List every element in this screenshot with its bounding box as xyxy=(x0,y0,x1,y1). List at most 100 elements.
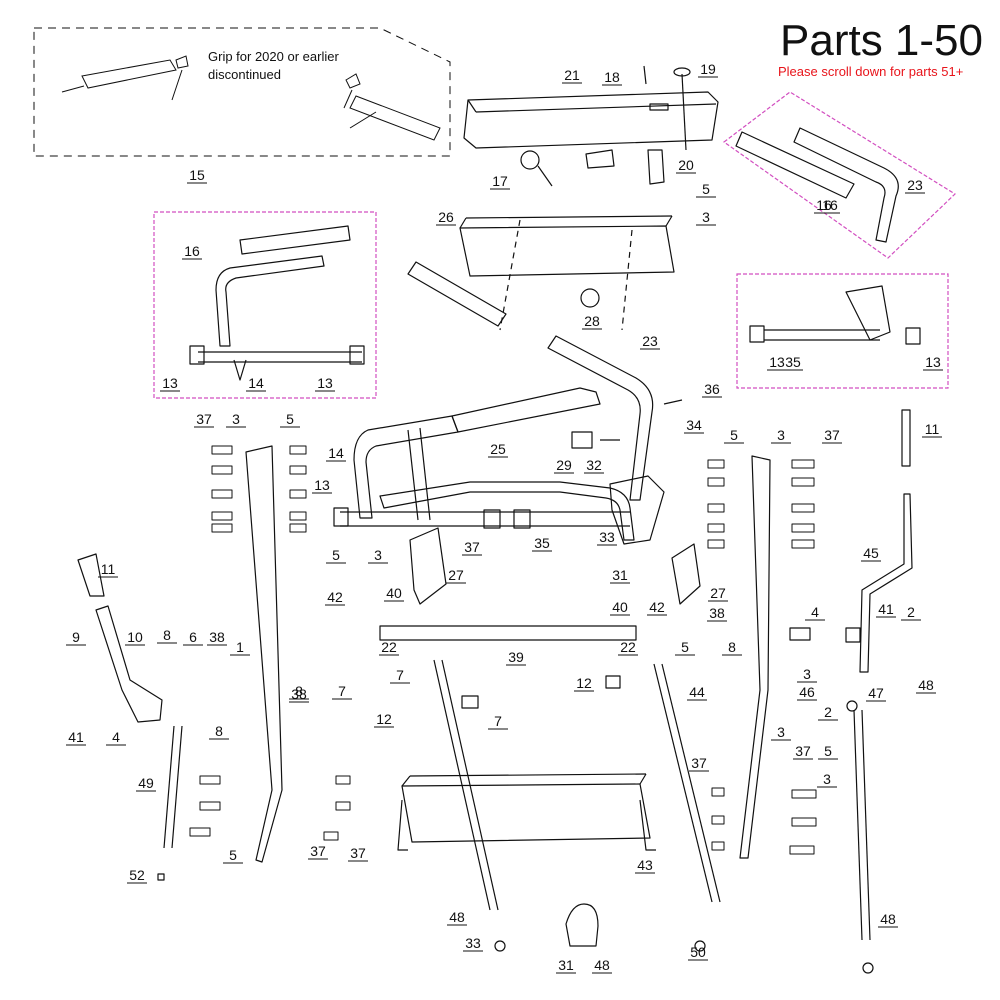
page-title: Parts 1-50 xyxy=(780,16,983,65)
callout-8: 8 xyxy=(163,627,171,643)
callout-48: 48 xyxy=(880,911,896,927)
callout-3: 3 xyxy=(777,724,785,740)
callout-box-right-grip xyxy=(722,91,956,259)
callout-10: 10 xyxy=(127,629,143,645)
callout-37: 37 xyxy=(795,743,811,759)
callout-37: 37 xyxy=(691,755,707,771)
callout-52: 52 xyxy=(129,867,145,883)
callout-20: 20 xyxy=(678,157,694,173)
callout-38: 38 xyxy=(291,686,307,702)
callout-48: 48 xyxy=(918,677,934,693)
callout-2: 2 xyxy=(907,604,915,620)
callout-3: 3 xyxy=(374,547,382,563)
legacy-grip-note: Grip for 2020 or earlier discontinued xyxy=(208,48,339,84)
callout-4: 4 xyxy=(811,604,819,620)
callout-16: 16 xyxy=(816,197,832,213)
callout-43: 43 xyxy=(637,857,653,873)
legacy-grip-tube-left xyxy=(61,55,189,101)
callout-5: 5 xyxy=(286,411,294,427)
callout-16: 16 xyxy=(184,243,200,259)
callout-22: 22 xyxy=(620,639,636,655)
callout-18: 18 xyxy=(604,69,620,85)
callout-35: 35 xyxy=(534,535,550,551)
callout-3: 3 xyxy=(777,427,785,443)
callout-27: 27 xyxy=(448,567,464,583)
callout-14: 14 xyxy=(328,445,344,461)
callout-39: 39 xyxy=(508,649,524,665)
callout-38: 38 xyxy=(709,605,725,621)
callout-21: 21 xyxy=(564,67,580,83)
callout-37: 37 xyxy=(350,845,366,861)
note-line-2: discontinued xyxy=(208,67,281,82)
callout-37: 37 xyxy=(824,427,840,443)
callout-13: 13 xyxy=(314,477,330,493)
callout-42: 42 xyxy=(327,589,343,605)
callout-41: 41 xyxy=(878,601,894,617)
callout-8: 8 xyxy=(295,683,303,699)
callout-17: 17 xyxy=(492,173,508,189)
callout-7: 7 xyxy=(396,667,404,683)
callout-41: 41 xyxy=(68,729,84,745)
callout-12: 12 xyxy=(576,675,592,691)
callout-27: 27 xyxy=(710,585,726,601)
callout-5: 5 xyxy=(229,847,237,863)
callout-8: 8 xyxy=(728,639,736,655)
callout-31: 31 xyxy=(612,567,628,583)
callout-19: 19 xyxy=(700,61,716,77)
callout-28: 28 xyxy=(584,313,600,329)
callout-37: 37 xyxy=(196,411,212,427)
legacy-grip-tube-right xyxy=(343,73,441,141)
callout-16: 16 xyxy=(822,197,838,213)
callout-13: 13 xyxy=(769,354,785,370)
callout-49: 49 xyxy=(138,775,154,791)
callout-46: 46 xyxy=(799,684,815,700)
callout-44: 44 xyxy=(689,684,705,700)
callout-13: 13 xyxy=(925,354,941,370)
callout-3: 3 xyxy=(823,771,831,787)
callout-6: 6 xyxy=(189,629,197,645)
callout-29: 29 xyxy=(556,457,572,473)
callout-33: 33 xyxy=(599,529,615,545)
callout-14: 14 xyxy=(248,375,264,391)
callout-9: 9 xyxy=(72,629,80,645)
callout-13: 13 xyxy=(162,375,178,391)
callout-5: 5 xyxy=(332,547,340,563)
callout-5: 5 xyxy=(702,181,710,197)
callout-48: 48 xyxy=(594,957,610,973)
line-art xyxy=(77,65,921,974)
callout-45: 45 xyxy=(863,545,879,561)
callout-38: 38 xyxy=(209,629,225,645)
callout-3: 3 xyxy=(702,209,710,225)
callout-23: 23 xyxy=(907,177,923,193)
callout-35: 35 xyxy=(785,354,801,370)
callout-50: 50 xyxy=(690,944,706,960)
callout-5: 5 xyxy=(730,427,738,443)
callout-11: 11 xyxy=(101,561,116,577)
callout-11: 11 xyxy=(925,421,940,437)
legacy-grip-box xyxy=(33,27,451,157)
callout-37: 37 xyxy=(464,539,480,555)
callout-25: 25 xyxy=(490,441,506,457)
callout-2: 2 xyxy=(824,704,832,720)
callout-31: 31 xyxy=(558,957,574,973)
callout-3: 3 xyxy=(803,666,811,682)
callout-22: 22 xyxy=(381,639,397,655)
callout-7: 7 xyxy=(338,683,346,699)
callout-13: 13 xyxy=(317,375,333,391)
callout-12: 12 xyxy=(376,711,392,727)
callout-42: 42 xyxy=(649,599,665,615)
callout-7: 7 xyxy=(494,713,502,729)
note-line-1: Grip for 2020 or earlier xyxy=(208,49,339,64)
callout-23: 23 xyxy=(642,333,658,349)
callout-15: 15 xyxy=(189,167,205,183)
callout-47: 47 xyxy=(868,685,884,701)
callout-37: 37 xyxy=(310,843,326,859)
callout-1: 1 xyxy=(236,639,244,655)
scroll-hint: Please scroll down for parts 51+ xyxy=(778,64,964,79)
callout-48: 48 xyxy=(449,909,465,925)
callout-4: 4 xyxy=(112,729,120,745)
callout-40: 40 xyxy=(386,585,402,601)
callout-8: 8 xyxy=(215,723,223,739)
